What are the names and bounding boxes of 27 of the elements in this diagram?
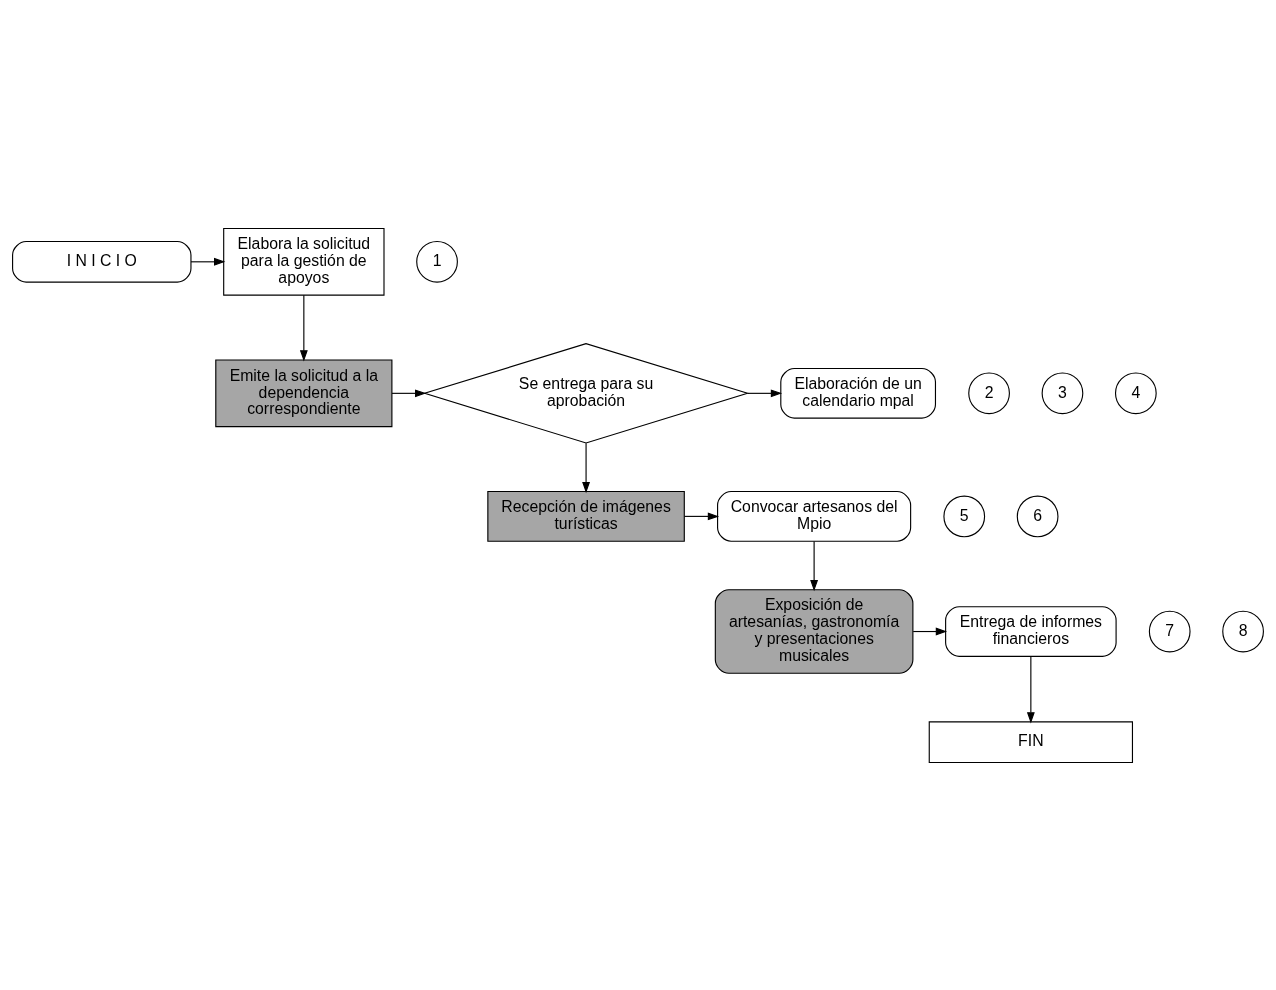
arrow (391, 388, 427, 397)
arrow (582, 442, 591, 493)
arrow (1026, 655, 1035, 723)
node-box: I N I C I O (12, 240, 192, 283)
node-circle: 7 (1148, 610, 1191, 652)
arrow (747, 388, 783, 397)
node-box: Recepción de imágenes turísticas (487, 490, 685, 542)
node-circle: 3 (1041, 371, 1084, 414)
node-box: Elaboración de un calendario mpal (780, 367, 937, 419)
node-box: Convocar artesanos del Mpio (717, 490, 912, 542)
node-circle: 4 (1114, 371, 1157, 414)
node-diamond: Se entrega para su aprobación (422, 342, 750, 444)
node-box: Exposición de artesanías, gastronomía y presentaciones musicales (714, 588, 914, 674)
node-circle: 2 (968, 371, 1010, 414)
node-box: Emite la solicitud a la dependencia correspondiente (215, 358, 393, 427)
arrow (810, 540, 819, 591)
arrow (299, 294, 308, 362)
node-circle: 5 (943, 495, 986, 537)
node-box: Elabora la solicitud para la gestión de apoyos (223, 227, 385, 296)
arrow (683, 511, 720, 520)
arrow (912, 627, 948, 635)
node-circle: 6 (1016, 495, 1059, 537)
node-circle: 8 (1222, 610, 1264, 652)
node-circle: 1 (416, 240, 458, 283)
node-box: FIN (928, 720, 1134, 763)
arrow (190, 257, 226, 266)
node-box: Entrega de informes financieros (945, 605, 1117, 657)
